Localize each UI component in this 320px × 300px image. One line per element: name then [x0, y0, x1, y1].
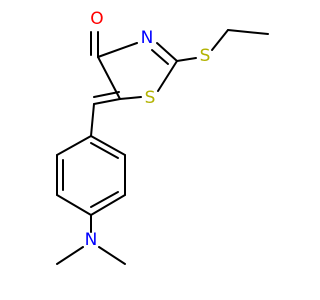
bond-ar-6-1	[90, 135, 126, 156]
bond-ar-1-2	[56, 135, 92, 156]
bond-ar-inner-c	[90, 142, 119, 159]
bond-exocyclic	[93, 98, 121, 105]
bond-c2-n3	[156, 42, 178, 62]
oxygen-atom: O	[90, 9, 103, 29]
structure-canvas: O N S S N	[56, 9, 269, 265]
bond-ch2-ch3	[227, 29, 269, 35]
bond-ar-4-5	[90, 194, 126, 216]
molecule-structure: O N S S N	[56, 9, 269, 265]
bond-ar-3-4	[56, 194, 92, 216]
bond-c5-s1	[119, 96, 142, 100]
ring-sulfur-atom: S	[145, 88, 156, 108]
bond-s-ch2	[211, 29, 229, 51]
bond-c2-n3-double	[151, 49, 169, 65]
bond-c2-s-ethyl	[176, 57, 197, 62]
bond-n-methyl-left	[56, 246, 84, 265]
bond-n-methyl-right	[98, 246, 126, 265]
bond-s1-c2	[157, 60, 178, 92]
amine-nitrogen-atom: N	[85, 230, 98, 250]
ring-nitrogen-atom: N	[141, 28, 154, 48]
thioether-sulfur-atom: S	[200, 46, 211, 66]
bond-ch-aryl	[90, 103, 95, 137]
bond-exocyclic-double	[93, 91, 120, 98]
bond-n3-c4	[97, 42, 138, 58]
bond-ar-inner-b	[90, 191, 119, 208]
